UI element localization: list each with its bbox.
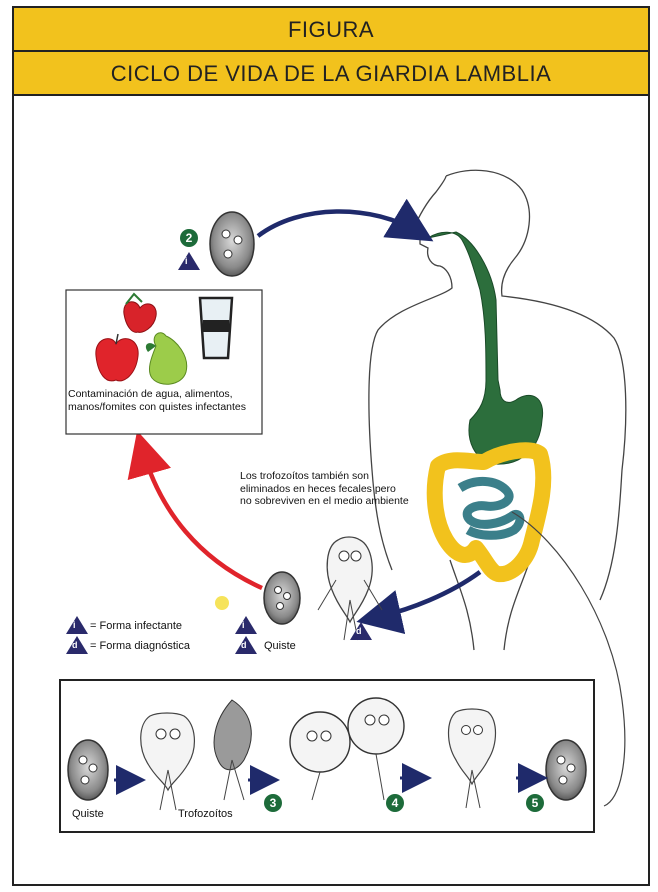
triangle-i-legend: [66, 616, 88, 634]
cyst-label: Quiste: [264, 640, 296, 652]
step-3-badge: 3: [264, 794, 282, 812]
trophozoites-label: Trofozoítos: [178, 808, 233, 820]
excretion-arrow: [374, 572, 480, 618]
cyst-i-symbol: i: [242, 620, 245, 630]
ingestion-arrow: [258, 211, 418, 236]
triangle-i-step2: [178, 252, 200, 270]
step1-marker: [215, 596, 229, 610]
legend-diagnostic-label: = Forma diagnóstica: [90, 640, 190, 652]
step2-infective-symbol: i: [185, 256, 188, 266]
trophozoite-note: Los trofozoítos también son eliminados e…: [240, 470, 410, 508]
step-4-badge: 4: [386, 794, 404, 812]
triangle-i-cyst: [235, 616, 257, 634]
legend-infective-label: = Forma infectante: [90, 620, 182, 632]
infective-cyst-image: [210, 212, 254, 276]
legend-i-symbol: i: [73, 620, 76, 630]
step-2-badge: 2: [180, 229, 198, 247]
bottom-cyst-label: Quiste: [72, 808, 104, 820]
diagnostic-cyst-image: [264, 572, 300, 624]
esophagus-and-stomach: [428, 232, 543, 464]
contamination-text: Contaminación de agua, alimentos, manos/…: [68, 388, 262, 413]
contamination-arrow: [142, 448, 262, 588]
large-intestine: [435, 450, 544, 574]
apple-icon: [96, 334, 138, 381]
trophozoite-d-symbol: d: [356, 626, 362, 636]
water-glass-icon: [200, 298, 232, 358]
cyst-d-symbol: d: [241, 640, 247, 650]
small-intestine: [460, 481, 520, 535]
trophozoite-image: [318, 537, 382, 640]
bottom-cyst-right: [546, 740, 586, 800]
bottom-cyst-left: [68, 740, 108, 800]
legend-d-symbol: d: [72, 640, 78, 650]
step-5-badge: 5: [526, 794, 544, 812]
